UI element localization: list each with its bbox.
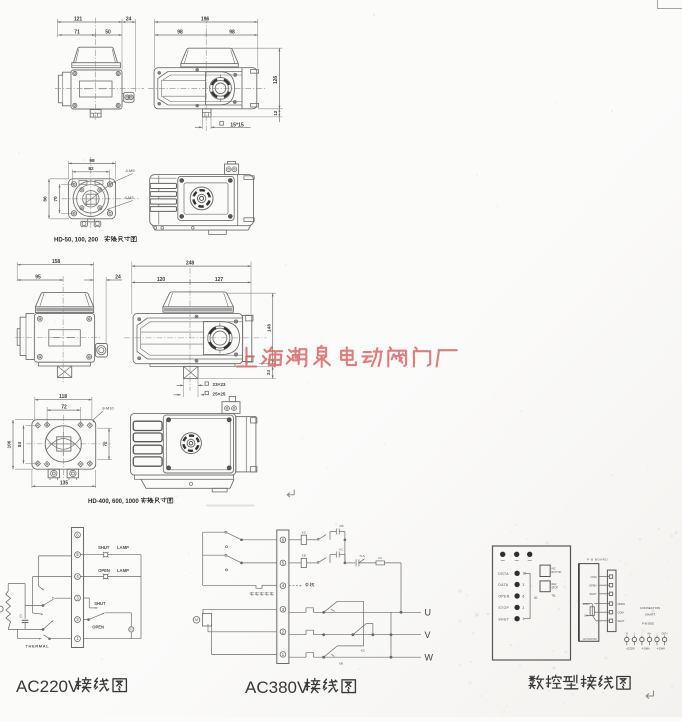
svg-text:120: 120 (157, 277, 166, 283)
svg-text:121: 121 (74, 16, 83, 22)
svg-text:FU: FU (378, 556, 382, 560)
svg-text:COM: COM (590, 575, 596, 579)
svg-text:OUT+: OUT+ (661, 633, 668, 635)
svg-text:4-M5: 4-M5 (125, 168, 135, 173)
svg-text:158: 158 (52, 259, 61, 265)
svg-text:U: U (425, 608, 432, 618)
svg-text:23×23: 23×23 (213, 382, 226, 387)
svg-text:AC: AC (130, 629, 134, 632)
svg-text:126: 126 (273, 76, 279, 85)
svg-text:70: 70 (53, 196, 59, 202)
svg-text:W: W (425, 652, 434, 662)
svg-text:AC380V: AC380V (245, 678, 309, 697)
svg-text:3: 3 (523, 583, 525, 587)
svg-text:12: 12 (273, 110, 278, 116)
svg-text:4-20MA: 4-20MA (642, 647, 651, 650)
svg-text:IO: IO (534, 596, 538, 600)
svg-text:OPEN: OPEN (92, 624, 104, 629)
svg-text:71: 71 (74, 29, 80, 35)
svg-text:SHUT: SHUT (618, 619, 625, 623)
svg-text:135: 135 (60, 481, 69, 487)
svg-text:15*15: 15*15 (230, 122, 244, 128)
svg-text:STOP: STOP (552, 587, 559, 590)
svg-text:LAMP: LAMP (117, 545, 129, 550)
svg-text:SHUT: SHUT (589, 592, 596, 596)
svg-text:8-M10: 8-M10 (102, 406, 114, 411)
svg-text:6: 6 (523, 594, 525, 598)
svg-text:98: 98 (229, 29, 235, 35)
svg-text:24: 24 (126, 16, 132, 22)
svg-text:25×25: 25×25 (213, 392, 226, 397)
svg-text:24: 24 (266, 370, 271, 375)
svg-text:P-B BOARD: P-B BOARD (587, 558, 608, 562)
svg-text:P-B SIDE: P-B SIDE (642, 622, 654, 626)
svg-text:HD-400, 600, 1000: HD-400, 600, 1000 (88, 499, 139, 505)
svg-text:82: 82 (88, 166, 94, 172)
svg-text:M: M (195, 618, 198, 622)
svg-text:CONNECTION: CONNECTION (640, 606, 660, 610)
svg-text:4-M3: 4-M3 (124, 195, 134, 200)
svg-text:84: 84 (17, 442, 22, 448)
svg-text:V: V (425, 630, 431, 640)
svg-text:KB: KB (339, 524, 343, 528)
svg-text:BUTTON: BUTTON (552, 571, 562, 574)
svg-text:SHUT: SHUT (498, 617, 509, 621)
svg-text:4-20MA: 4-20MA (657, 647, 666, 650)
svg-text:72: 72 (61, 404, 67, 410)
svg-text:OPEN: OPEN (589, 583, 596, 587)
svg-text:OPEN: OPEN (98, 568, 110, 573)
svg-text:COM: COM (618, 610, 624, 614)
svg-text:OPEN: OPEN (498, 595, 509, 599)
svg-text:98: 98 (177, 29, 183, 35)
svg-text:248: 248 (186, 260, 195, 266)
svg-text:STOP: STOP (498, 606, 509, 610)
svg-text:KB: KB (302, 554, 306, 558)
svg-text:86: 86 (43, 196, 49, 202)
svg-text:196: 196 (201, 16, 210, 22)
svg-text:CHART: CHART (645, 613, 655, 617)
svg-text:THERMAL: THERMAL (26, 644, 50, 649)
svg-text:DATA: DATA (498, 583, 508, 587)
svg-text:OPEN: OPEN (618, 602, 625, 606)
svg-text:HD-50, 100, 200: HD-50, 100, 200 (54, 238, 99, 244)
svg-text:KB: KB (339, 662, 343, 666)
svg-text:10: 10 (523, 572, 527, 576)
svg-text:AC220V: AC220V (626, 647, 635, 650)
svg-text:95: 95 (35, 274, 41, 280)
svg-text:148: 148 (266, 324, 272, 332)
svg-text:98: 98 (89, 158, 95, 164)
svg-text:DRTA: DRTA (498, 572, 509, 576)
svg-text:SHUT: SHUT (98, 545, 110, 550)
svg-text:106: 106 (7, 440, 12, 448)
svg-text:127: 127 (215, 277, 224, 283)
svg-text:2: 2 (523, 606, 525, 610)
svg-text:ACTUATOR: ACTUATOR (583, 638, 597, 641)
svg-text:50: 50 (105, 29, 111, 35)
svg-text:118: 118 (59, 394, 67, 400)
svg-text:LAMP: LAMP (117, 568, 129, 573)
svg-text:T.LS: T.LS (359, 554, 365, 558)
svg-text:AC220V: AC220V (16, 677, 80, 696)
svg-text:1: 1 (523, 617, 525, 621)
svg-text:C: C (19, 614, 22, 619)
svg-text:SHUT: SHUT (94, 601, 106, 606)
svg-text:TEL: TEL (552, 595, 557, 598)
svg-text:24: 24 (115, 274, 121, 280)
